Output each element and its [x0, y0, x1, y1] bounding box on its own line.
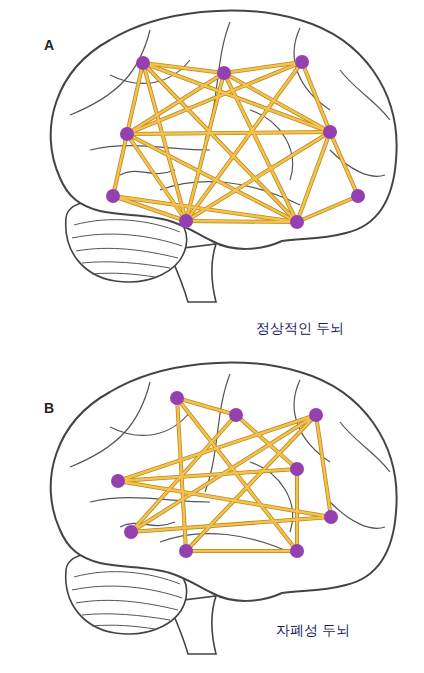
brain-outline — [51, 362, 397, 654]
connection-line — [330, 132, 358, 196]
panel-letter: B — [44, 400, 54, 417]
brain-region-dot — [290, 462, 304, 476]
connection-line — [127, 132, 330, 134]
brain-sulcus — [90, 498, 210, 502]
cerebrum — [51, 362, 397, 600]
brain-region-dot — [309, 408, 323, 422]
connection-line-edge — [131, 517, 331, 532]
brain-region-dot — [179, 544, 193, 558]
connection-line — [224, 73, 297, 222]
cerebellum-fold — [82, 614, 170, 620]
brain-region-dot — [111, 474, 125, 488]
cerebellum-fold — [76, 600, 178, 610]
brain-sulcus — [70, 30, 150, 115]
panel-caption: 정상적인 두뇌 — [256, 320, 344, 337]
connection-line-edge — [330, 132, 358, 196]
brain-region-dot — [136, 56, 150, 70]
brain-region-dot — [124, 525, 138, 539]
connection-line-edge — [143, 63, 330, 132]
cerebellum-fold — [74, 220, 180, 232]
connection-line-edge — [127, 132, 330, 134]
brain-sulcus — [294, 28, 330, 110]
brain-sulcus — [340, 422, 390, 472]
brain-region-dot — [106, 189, 120, 203]
connection-line — [186, 132, 330, 221]
connection-line — [143, 63, 297, 222]
brain-region-dot — [290, 215, 304, 229]
brain-region-dot — [229, 408, 243, 422]
connection-line-edge — [186, 221, 297, 222]
brain-sulcus — [120, 170, 175, 175]
connection-line — [127, 63, 143, 134]
brain-region-dot — [170, 391, 184, 405]
connection-line — [186, 221, 297, 222]
brain-region-dot — [351, 189, 365, 203]
connection-line — [316, 415, 331, 517]
brain-region-dot — [324, 510, 338, 524]
connection-line-edge — [131, 415, 316, 532]
connection-line — [131, 415, 316, 532]
connection-line — [127, 134, 186, 221]
connection-line — [186, 415, 316, 551]
connection-line — [113, 196, 297, 222]
connection-line-edge — [186, 549, 297, 553]
connection-line — [297, 132, 330, 222]
cerebellum-fold — [74, 572, 180, 584]
brain-panel — [51, 362, 397, 654]
brain-region-dot — [323, 125, 337, 139]
cerebellum-fold — [72, 234, 182, 246]
connection-line — [118, 481, 331, 517]
panel-letter: A — [44, 37, 54, 54]
cerebellum-fold — [92, 273, 155, 277]
connection-line — [296, 469, 298, 551]
connection-line — [118, 415, 316, 481]
connection-line-edge — [224, 73, 330, 132]
connection-line — [302, 62, 330, 132]
brain-outline — [51, 10, 397, 302]
brain-region-dot — [295, 55, 309, 69]
brain-sulcus — [340, 70, 390, 120]
brain-region-dot — [179, 214, 193, 228]
connection-line — [186, 550, 297, 552]
cerebrum — [51, 10, 397, 248]
brain-sulcus — [70, 382, 150, 467]
brain-region-dot — [217, 66, 231, 80]
brain-region-dot — [290, 544, 304, 558]
cerebellum-fold — [82, 262, 170, 268]
connection-line-edge — [316, 415, 331, 517]
cerebellum-fold — [92, 625, 155, 629]
brain-region-dot — [120, 127, 134, 141]
brain-panel — [51, 10, 397, 302]
brain-sulcus — [330, 502, 385, 528]
connection-line-edge — [113, 134, 127, 196]
connection-line — [131, 517, 331, 532]
connection-line — [177, 398, 236, 415]
connection-line — [113, 134, 127, 196]
connection-line — [113, 196, 186, 221]
connection-line — [224, 73, 330, 132]
connection-line — [143, 63, 330, 132]
connection-line — [297, 196, 358, 222]
cerebellum-fold — [76, 248, 178, 258]
connection-line — [127, 62, 302, 134]
panel-caption: 자폐성 두뇌 — [276, 622, 350, 639]
brain-sulcus — [160, 534, 300, 557]
cerebellum-fold — [72, 586, 182, 598]
connection-line — [118, 469, 297, 481]
